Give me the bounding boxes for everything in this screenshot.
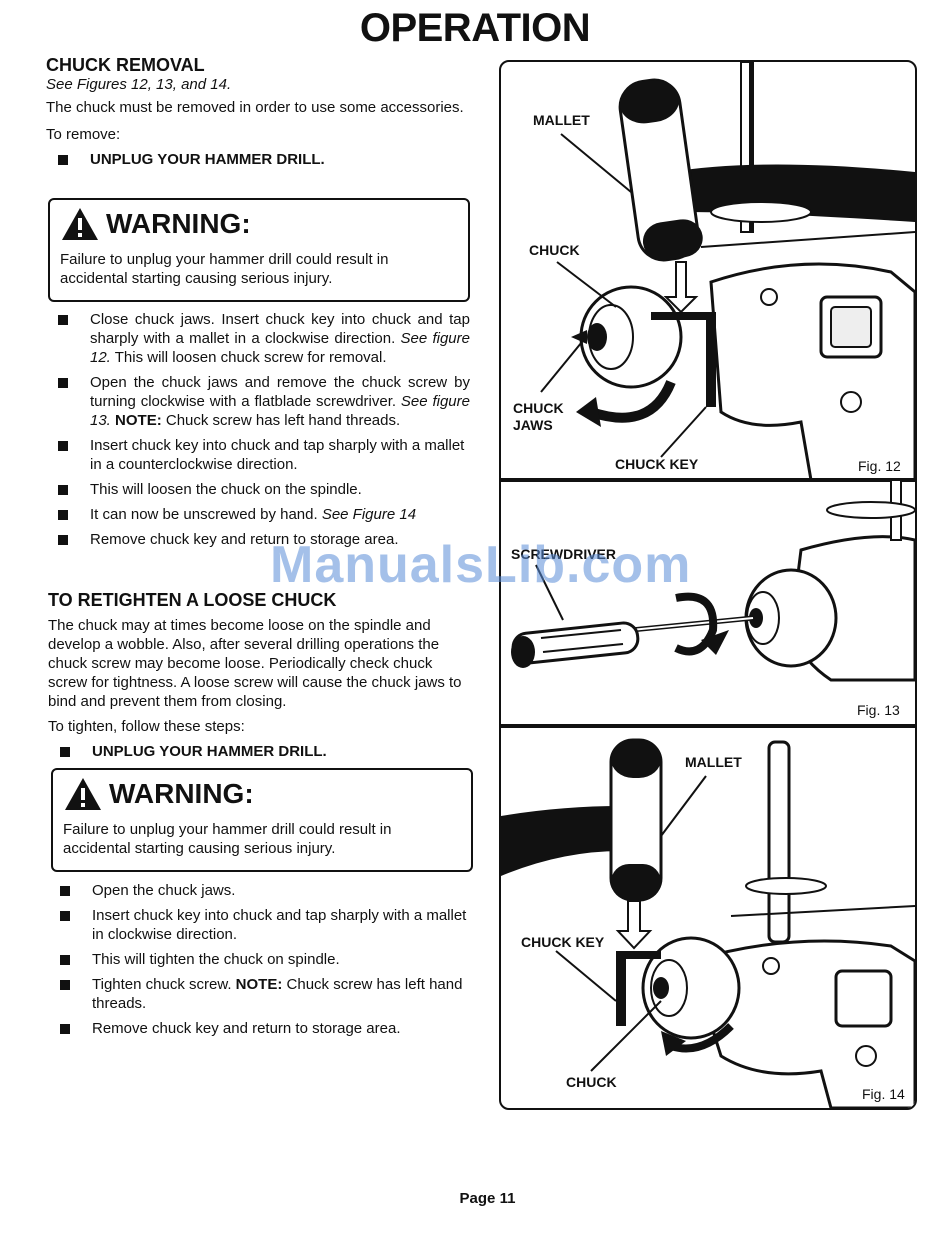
page-number: Page 11 bbox=[459, 1190, 516, 1207]
warning-box-1: WARNING: Failure to unplug your hammer d… bbox=[48, 198, 470, 302]
warning-title: WARNING: bbox=[106, 208, 251, 239]
to-remove-label: To remove: bbox=[46, 126, 121, 143]
bullet-square-icon bbox=[60, 911, 70, 921]
chuck-key-callout: CHUCK KEY bbox=[615, 456, 699, 472]
retighten-heading: TO RETIGHTEN A LOOSE CHUCK bbox=[48, 590, 337, 610]
bullet-square-icon bbox=[60, 1024, 70, 1034]
unplug-instruction: UNPLUG YOUR HAMMER DRILL. bbox=[48, 742, 472, 761]
figure-12-label: Fig. 12 bbox=[855, 458, 904, 474]
figure-13: SCREWDRIVER Fig. 13 bbox=[499, 478, 917, 728]
figure-14-label: Fig. 14 bbox=[859, 1086, 908, 1102]
chuck-removal-intro: The chuck must be removed in order to us… bbox=[46, 99, 464, 116]
see-figures-ref: See Figures 12, 13, and 14. bbox=[46, 76, 232, 93]
bullet-square-icon bbox=[58, 535, 68, 545]
list-item: It can now be unscrewed by hand. See Fig… bbox=[46, 505, 470, 524]
warning-title: WARNING: bbox=[109, 778, 254, 809]
bullet-square-icon bbox=[60, 955, 70, 965]
warning-triangle-icon bbox=[65, 778, 101, 810]
list-item: This will tighten the chuck on spindle. bbox=[48, 950, 472, 969]
retighten-section: TO RETIGHTEN A LOOSE CHUCK The chuck may… bbox=[48, 591, 472, 761]
bullet-square-icon bbox=[60, 980, 70, 990]
list-item: Remove chuck key and return to storage a… bbox=[46, 530, 470, 549]
bullet-square-icon bbox=[58, 441, 68, 451]
list-item: Insert chuck key into chuck and tap shar… bbox=[46, 436, 470, 474]
list-item: Insert chuck key into chuck and tap shar… bbox=[48, 906, 472, 944]
watermark: ManualsLib.com bbox=[270, 536, 692, 594]
chuck-key-callout: CHUCK KEY bbox=[521, 934, 605, 950]
screwdriver-illustration bbox=[511, 480, 915, 682]
drill-with-mallet-illustration bbox=[540, 62, 915, 480]
list-item: Open the chuck jaws. bbox=[48, 881, 472, 900]
retighten-steps: Open the chuck jaws. Insert chuck key in… bbox=[48, 881, 472, 1038]
chuck-jaws-callout: CHUCK JAWS bbox=[513, 400, 564, 433]
unplug-text: UNPLUG YOUR HAMMER DRILL. bbox=[90, 151, 325, 168]
bullet-square-icon bbox=[58, 315, 68, 325]
mallet-callout: MALLET bbox=[533, 112, 590, 128]
warning-text: Failure to unplug your hammer drill coul… bbox=[60, 251, 389, 287]
list-item: Remove chuck key and return to storage a… bbox=[48, 1019, 472, 1038]
figure-12: MALLET CHUCK CHUCK JAWS CHUCK KEY Fig. 1… bbox=[499, 60, 917, 482]
bullet-square-icon bbox=[58, 155, 68, 165]
list-item: Open the chuck jaws and remove the chuck… bbox=[46, 373, 470, 430]
chuck-callout: CHUCK bbox=[529, 242, 580, 258]
list-item: This will loosen the chuck on the spindl… bbox=[46, 480, 470, 499]
bullet-square-icon bbox=[60, 886, 70, 896]
page-title: OPERATION bbox=[359, 6, 591, 50]
bullet-square-icon bbox=[58, 510, 68, 520]
warning-box-2: WARNING: Failure to unplug your hammer d… bbox=[51, 768, 473, 872]
mallet-callout: MALLET bbox=[685, 754, 742, 770]
figure-13-label: Fig. 13 bbox=[857, 702, 900, 718]
chuck-removal-section: CHUCK REMOVAL See Figures 12, 13, and 14… bbox=[46, 56, 470, 169]
chuck-removal-steps: Close chuck jaws. Insert chuck key into … bbox=[46, 310, 470, 549]
drill-retighten-illustration bbox=[501, 738, 915, 1108]
warning-triangle-icon bbox=[62, 208, 98, 240]
to-tighten-label: To tighten, follow these steps: bbox=[48, 718, 245, 735]
bullet-square-icon bbox=[58, 378, 68, 388]
bullet-square-icon bbox=[58, 485, 68, 495]
bullet-square-icon bbox=[60, 747, 70, 757]
retighten-intro: The chuck may at times become loose on t… bbox=[48, 617, 462, 710]
warning-text: Failure to unplug your hammer drill coul… bbox=[63, 821, 392, 857]
figure-14: MALLET CHUCK KEY CHUCK Fig. 14 bbox=[499, 724, 917, 1110]
screwdriver-callout: SCREWDRIVER bbox=[511, 546, 617, 562]
chuck-removal-heading: CHUCK REMOVAL bbox=[46, 55, 205, 75]
chuck-callout: CHUCK bbox=[566, 1074, 617, 1090]
list-item: Tighten chuck screw. NOTE: Chuck screw h… bbox=[48, 975, 472, 1013]
list-item: Close chuck jaws. Insert chuck key into … bbox=[46, 310, 470, 367]
unplug-instruction: UNPLUG YOUR HAMMER DRILL. bbox=[46, 150, 470, 169]
